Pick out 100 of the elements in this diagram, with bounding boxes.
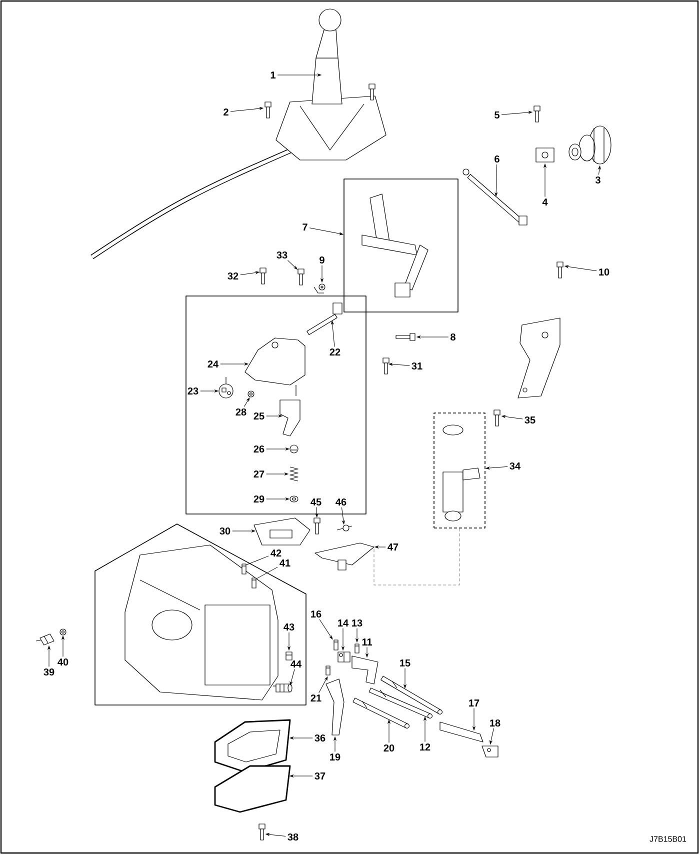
shift-rod-drawing [352,698,410,728]
leader-line [598,166,601,175]
leader-line [486,466,508,470]
switch-drawing [36,634,54,646]
callout-number: 5 [494,112,500,118]
callout-number: 43 [284,623,294,631]
callout-number: 39 [44,668,54,676]
leader-line [240,271,260,276]
leader-line [388,720,390,743]
callout-number: 23 [188,387,198,395]
callout-number: 34 [510,462,520,470]
leader-line [331,320,335,347]
callout-number: 26 [254,445,264,453]
callout-number: 38 [288,833,298,841]
shift-block-drawing [338,652,350,662]
figure-code: J7B15B01 [650,836,686,842]
callout-number: 44 [290,660,302,668]
callout-number: 27 [254,470,264,478]
callout-number: 12 [420,744,430,750]
bolt-drawing [494,410,500,426]
callout-number: 45 [310,498,322,506]
leader-line [319,619,333,640]
housing-drawing [244,338,306,396]
callout-number: 28 [236,408,246,416]
leader-line [256,566,278,580]
leader-line [200,390,218,392]
interlock-drawing [440,722,484,742]
plug-drawing [248,390,254,398]
leader-line [334,736,336,752]
pipe-drawing [272,684,292,692]
callout-number: 7 [302,224,308,230]
washer-drawing [60,628,66,636]
leader-line [318,676,328,693]
leader-line [309,228,344,236]
leader-line [266,448,290,450]
leader-line [266,414,282,418]
shift-fork-drawing [326,678,344,736]
leader-line [416,336,449,338]
callout-number: 6 [494,155,500,163]
callout-number: 25 [254,412,264,420]
callout-number: 42 [270,550,282,556]
leader-line [246,556,269,566]
callout-number: 15 [400,660,410,666]
bracket-drawing [536,148,554,162]
leader-line [490,728,494,744]
callout-number: 47 [388,544,398,550]
callout-number: 29 [254,495,264,503]
shift-rod-drawing [368,688,432,718]
leader-line [366,647,368,658]
leader-line [374,546,386,548]
rod-drawing [462,168,528,226]
leader-line [501,111,532,115]
leader-line [290,669,295,686]
lever-plate-drawing [314,542,374,570]
callout-number: 33 [276,251,288,259]
callout-number: 35 [524,416,536,424]
leader-line [244,398,250,407]
callout-number: 14 [338,620,348,626]
plug-drawing [286,652,292,660]
bolt-drawing [396,333,416,341]
shift-arm-drawing [280,400,300,436]
leader-line [374,528,460,586]
callout-number: 41 [280,560,290,566]
washer-drawing [290,496,298,502]
leader-line [290,736,313,740]
callout-number: 31 [412,362,422,370]
callout-number: 10 [599,268,610,276]
leader-line [266,472,288,476]
callout-number: 3 [595,176,600,184]
callout-number: 9 [320,256,324,264]
callout-number: 8 [450,333,456,341]
callout-number: 20 [384,744,394,752]
pin-drawing [252,578,256,588]
cap-drawing [290,444,298,454]
leader-line [404,668,406,688]
bolt-drawing [314,518,320,534]
leader-line [220,362,248,366]
leader-line [342,628,344,650]
bolt-drawing [382,358,390,374]
block-drawing [218,376,234,398]
oil-pan-drawing [214,765,291,813]
leader-line [288,632,290,650]
pin-drawing [334,640,338,650]
leader-line [564,265,597,272]
leader-line [232,530,256,532]
bolt-drawing [264,102,272,118]
callout-number: 13 [352,619,362,627]
clip-drawing [314,284,326,294]
bolt-drawing [260,268,266,284]
leader-line [388,363,410,366]
callout-number: 37 [314,772,326,780]
gasket-drawing [214,719,291,773]
callout-number: 18 [490,719,500,727]
pin-drawing [326,666,330,676]
leader-line [290,774,313,778]
callout-number: 40 [58,658,68,666]
stopper-drawing [482,746,498,758]
callout-number: 32 [228,272,238,280]
callout-number: 36 [314,734,326,742]
leader-line [424,716,426,742]
